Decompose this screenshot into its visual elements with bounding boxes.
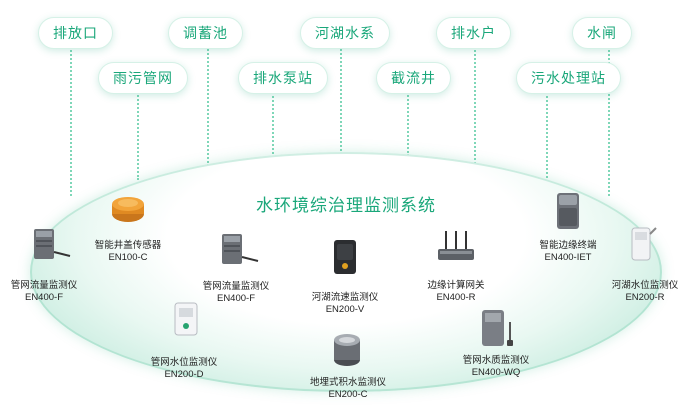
manhole-sensor-icon bbox=[112, 197, 144, 222]
category-drainage-user: 排水户 bbox=[436, 17, 511, 49]
category-pump-station: 排水泵站 bbox=[238, 62, 328, 94]
water-quality-meter-icon bbox=[482, 310, 513, 346]
router-gateway-icon bbox=[438, 231, 474, 260]
connector-line bbox=[137, 92, 139, 180]
system-platform-ring bbox=[30, 152, 662, 392]
category-storage-tank: 调蓄池 bbox=[168, 17, 243, 49]
flow-meter-icon bbox=[222, 234, 259, 264]
buried-waterlogging-sensor-icon bbox=[334, 334, 360, 366]
connector-line bbox=[546, 92, 548, 178]
connector-line bbox=[207, 46, 209, 166]
velocity-meter-icon bbox=[334, 240, 356, 274]
connector-line bbox=[608, 46, 610, 196]
category-rain-sewage-network: 雨污管网 bbox=[98, 62, 188, 94]
connector-line bbox=[474, 46, 476, 164]
connector-line bbox=[340, 46, 342, 154]
connector-line bbox=[407, 92, 409, 156]
category-interception-well: 截流井 bbox=[376, 62, 451, 94]
connector-line bbox=[70, 46, 72, 196]
flow-meter-icon bbox=[34, 229, 71, 259]
category-river-lake-system: 河湖水系 bbox=[300, 17, 390, 49]
system-title: 水环境综治理监测系统 bbox=[256, 196, 436, 215]
pipe-level-meter-icon bbox=[174, 302, 198, 336]
category-outfall: 排放口 bbox=[38, 17, 113, 49]
category-sewage-treatment-station: 污水处理站 bbox=[516, 62, 621, 94]
edge-terminal-icon bbox=[557, 193, 579, 229]
connector-line bbox=[272, 92, 274, 158]
category-sluice-gate: 水闸 bbox=[572, 17, 632, 49]
water-level-radar-icon bbox=[631, 227, 657, 261]
